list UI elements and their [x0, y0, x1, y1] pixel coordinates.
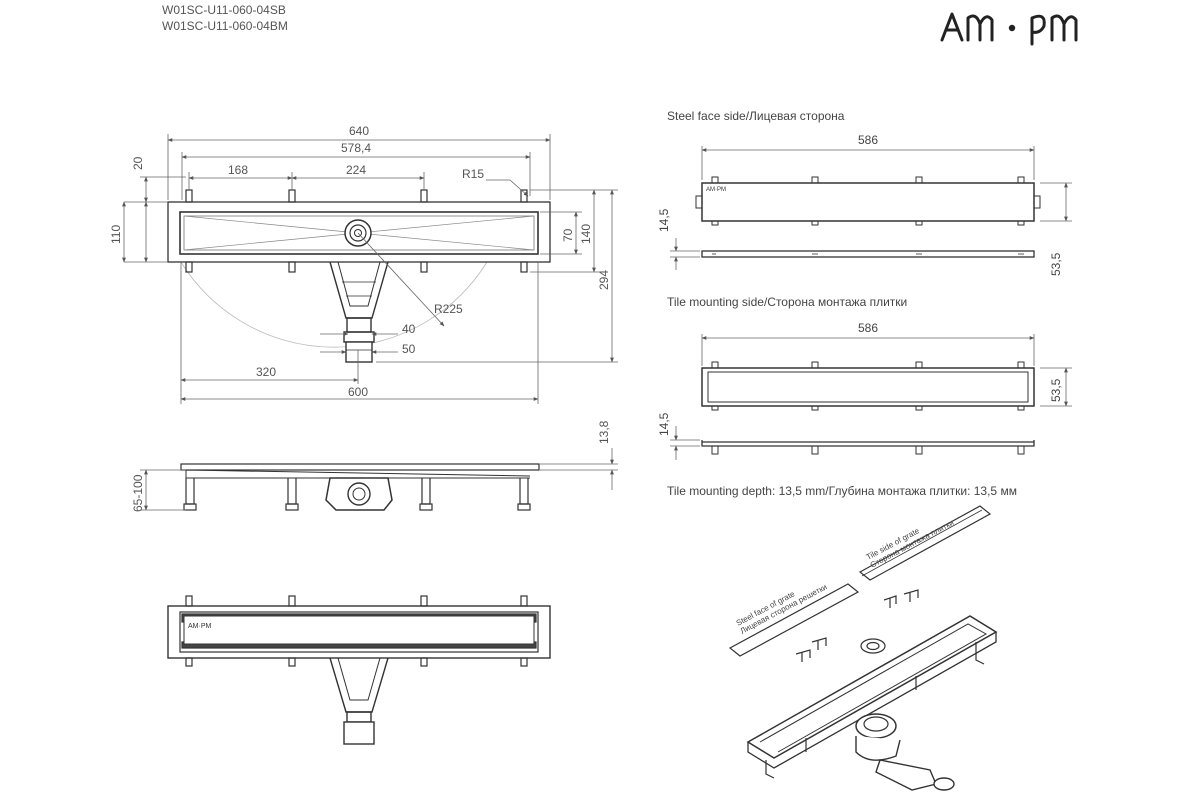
dim-outlet-outer: 50: [402, 342, 416, 356]
top-view-dimensions: [122, 134, 618, 404]
model-code-1: W01SC-U11-060-04SB: [162, 3, 286, 17]
side-view: [180, 463, 540, 511]
tile-dim-length: 586: [858, 321, 878, 335]
steel-grate-drawing: AM·PM: [695, 176, 1041, 258]
iso-siphon: [855, 736, 901, 761]
dim-channel-height: 70: [561, 228, 575, 242]
dim-height-range: 65-100: [131, 474, 145, 512]
svg-text:AM·PM: AM·PM: [706, 187, 726, 193]
dim-foot-spacing-1: 168: [228, 163, 248, 177]
dim-corner-radius: R15: [462, 167, 484, 181]
dim-flange-thickness: 13,8: [597, 420, 611, 444]
steel-grate-title: Steel face side/Лицевая сторона: [667, 109, 845, 123]
dim-outlet-inner: 40: [402, 322, 416, 336]
steel-dim-length: 586: [858, 133, 878, 147]
side-view-labels: 65-100 13,8: [131, 420, 611, 512]
iso-steel-grate: [728, 583, 860, 657]
exploded-labels: Tile side of grate Сторона монтажа плитк…: [735, 518, 956, 636]
dim-overall-width: 640: [349, 124, 369, 138]
steel-grate-labels: Steel face side/Лицевая сторона 586 14,5…: [657, 109, 1063, 276]
top-view: [167, 189, 551, 363]
tile-grate-labels: Tile mounting side/Сторона монтажа плитк…: [657, 295, 1063, 498]
tile-grate-drawing: [701, 361, 1035, 455]
dim-swing-radius: R225: [434, 302, 463, 316]
steel-grate-dimensions: [670, 146, 1072, 270]
brand-logo-icon: [940, 12, 1078, 46]
tile-grate-dimensions: [670, 334, 1072, 460]
steel-dim-thickness: 14,5: [657, 208, 671, 232]
side-feet: [183, 478, 531, 511]
iso-tile-grate: [858, 505, 992, 581]
model-codes: W01SC-U11-060-04SB W01SC-U11-060-04BM: [162, 2, 288, 34]
dim-outlet-offset: 320: [256, 365, 276, 379]
side-view-dimensions: [140, 448, 618, 511]
tile-dim-width: 53,5: [1049, 378, 1063, 402]
dim-frame-height: 140: [579, 224, 593, 244]
brand-logo: [936, 4, 1086, 55]
tile-depth-note: Tile mounting depth: 13,5 mm/Глубина мон…: [667, 484, 1017, 498]
side-siphon: [325, 477, 393, 511]
iso-clips: [795, 589, 919, 662]
exploded-isometric-view: [728, 505, 998, 791]
side-flange: [180, 463, 540, 471]
dim-body-height: 110: [109, 225, 123, 244]
drain-channel: [179, 211, 539, 255]
dim-flange-height: 20: [131, 156, 145, 170]
dim-foot-spacing-2: 224: [346, 163, 366, 177]
dim-inner-width: 578,4: [341, 141, 371, 155]
iso-strainer: [860, 638, 886, 654]
top-view-labels: 640 578,4 168 224 R15 20 110 70 140 294 …: [109, 124, 611, 399]
steel-dim-width: 53,5: [1049, 252, 1063, 276]
dim-channel-length: 600: [348, 385, 368, 399]
assembled-top-view: AM·PM: [167, 595, 551, 745]
dim-total-depth: 294: [597, 270, 611, 290]
model-code-2: W01SC-U11-060-04BM: [162, 19, 288, 33]
swing-arc: [180, 261, 488, 348]
tile-dim-thickness: 14,5: [657, 412, 671, 436]
svg-text:AM·PM: AM·PM: [188, 623, 212, 630]
tile-grate-title: Tile mounting side/Сторона монтажа плитк…: [667, 295, 907, 309]
